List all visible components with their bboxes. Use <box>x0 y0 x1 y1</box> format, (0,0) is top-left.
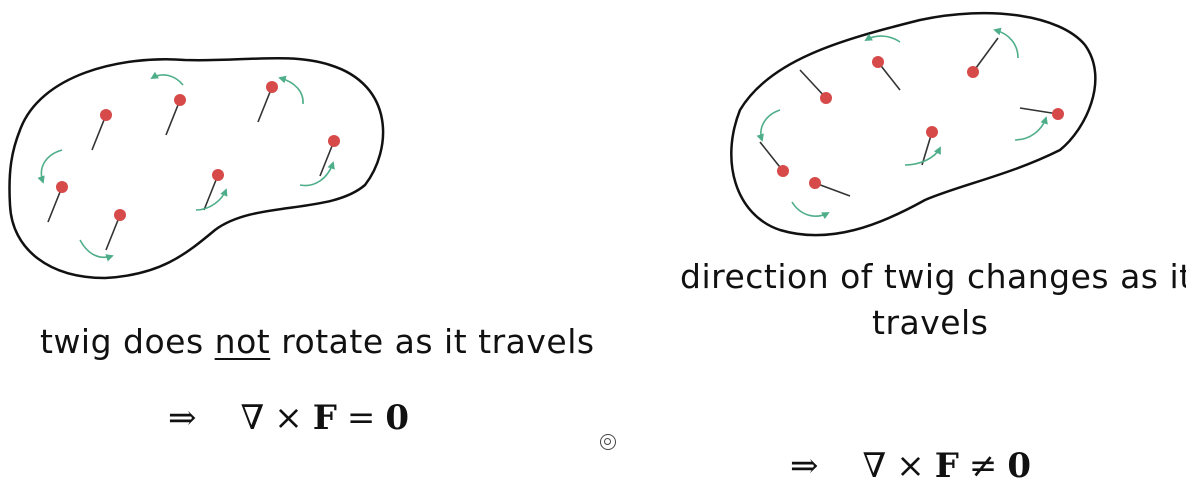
left-region-outline <box>8 56 385 280</box>
flow-arrow <box>195 188 228 211</box>
right-twigs <box>759 37 1064 197</box>
twig-marker <box>1019 107 1064 120</box>
left-caption-emphasis: not <box>214 322 271 361</box>
flow-arrow <box>756 109 781 142</box>
twig-marker <box>921 126 938 166</box>
left-flow-arrows <box>37 71 335 262</box>
nabla-symbol: ∇ <box>862 446 887 486</box>
rhs-value: 0 <box>385 398 410 438</box>
twig-marker <box>165 94 186 136</box>
flow-arrow <box>904 146 941 166</box>
right-caption-line2: travels <box>872 303 989 342</box>
twig-marker <box>967 37 999 78</box>
relation-symbol: ≠ <box>968 446 998 486</box>
flow-arrow <box>299 161 335 187</box>
flow-arrow <box>864 33 901 43</box>
flow-arrow <box>37 149 63 184</box>
flow-arrow <box>791 201 830 220</box>
twig-marker <box>872 56 901 91</box>
left-twigs <box>47 81 340 251</box>
twig-marker <box>105 209 126 251</box>
double-circle-cursor-icon <box>600 434 616 450</box>
right-flow-arrows <box>756 27 1048 220</box>
flow-arrow <box>993 27 1019 59</box>
relation-symbol: = <box>346 398 376 438</box>
twig-marker <box>47 181 68 223</box>
cross-symbol: × <box>896 446 925 486</box>
left-caption-prefix: twig does <box>40 322 215 361</box>
twig-marker <box>809 177 851 197</box>
twig-marker <box>257 81 278 123</box>
rhs-value: 0 <box>1007 446 1032 486</box>
flow-arrow <box>150 71 184 86</box>
implies-symbol: ⇒ <box>168 398 197 438</box>
field-symbol: F <box>312 398 337 438</box>
flow-arrow <box>278 75 304 105</box>
right-region-outline <box>730 11 1097 237</box>
implies-symbol: ⇒ <box>790 446 819 486</box>
left-equation: ⇒ ∇×F=0 <box>168 398 409 438</box>
twig-marker <box>319 135 340 177</box>
flow-arrow <box>79 239 114 262</box>
flow-arrow <box>1014 116 1048 141</box>
nabla-symbol: ∇ <box>240 398 265 438</box>
twig-marker <box>759 141 789 177</box>
twig-marker <box>91 109 112 151</box>
left-caption-suffix: rotate as it travels <box>270 322 595 361</box>
right-equation: ⇒ ∇×F≠0 <box>790 446 1031 486</box>
twig-marker <box>203 169 224 211</box>
left-caption: twig does not rotate as it travels <box>40 322 595 361</box>
twig-marker <box>799 69 832 104</box>
field-symbol: F <box>934 446 959 486</box>
cross-symbol: × <box>274 398 303 438</box>
right-caption-line1: direction of twig changes as it <box>680 257 1186 296</box>
